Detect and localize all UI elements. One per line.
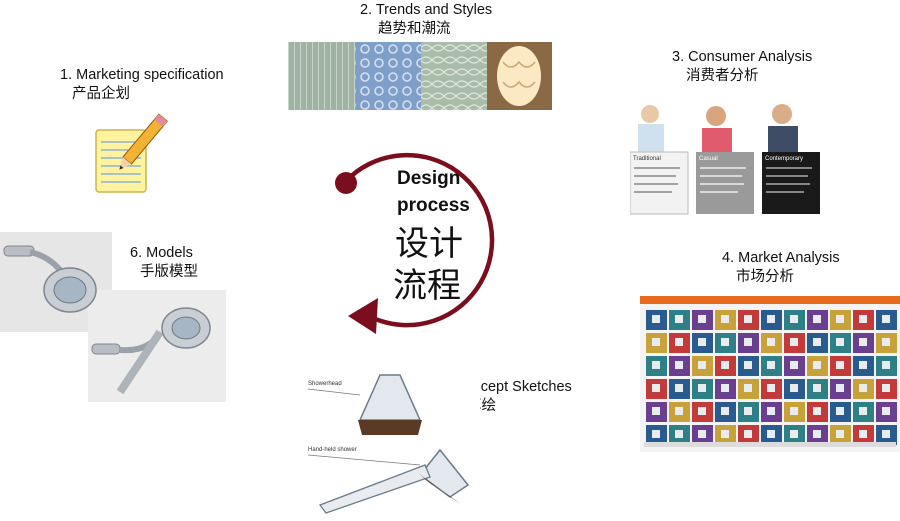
faucet-thumbnail xyxy=(836,384,844,392)
faucet-thumbnail xyxy=(652,430,660,438)
faucet-thumbnail xyxy=(813,315,821,323)
market-legend xyxy=(644,442,896,447)
faucet-thumbnail xyxy=(790,430,798,438)
faucet-thumbnail xyxy=(652,315,660,323)
faucet-thumbnail xyxy=(859,384,867,392)
faucet-thumbnail xyxy=(813,384,821,392)
faucet-thumbnail xyxy=(675,338,683,346)
faucet-thumbnail xyxy=(767,430,775,438)
faucet-thumbnail xyxy=(721,407,729,415)
sketch-note-handheld: Hand-held shower xyxy=(308,447,357,453)
step-2-subtitle: 趋势和潮流 xyxy=(378,21,451,37)
step-6-subtitle: 手版模型 xyxy=(140,264,198,280)
faucet-thumbnail xyxy=(698,384,706,392)
faucet-thumbnail xyxy=(721,430,729,438)
faucet-thumbnail xyxy=(744,407,752,415)
faucet-thumbnail xyxy=(813,407,821,415)
consumer-card-traditional: Traditional xyxy=(633,156,661,162)
texture-swatches xyxy=(288,42,552,110)
faucet-thumbnail xyxy=(790,384,798,392)
faucet-thumbnail xyxy=(882,361,890,369)
faucet-thumbnail xyxy=(652,384,660,392)
faucet-thumbnail xyxy=(790,338,798,346)
faucet-thumbnail xyxy=(882,315,890,323)
faucet-thumbnail xyxy=(836,338,844,346)
showerhead-sketch: Showerhead Hand-held shower xyxy=(300,365,480,515)
notepad-pencil-icon xyxy=(95,113,169,193)
step-1-subtitle: 产品企划 xyxy=(72,86,130,102)
faucet-thumbnail xyxy=(721,361,729,369)
faucet-thumbnail xyxy=(767,315,775,323)
step-1-title: 1. Marketing specification xyxy=(60,67,224,83)
faucet-thumbnail xyxy=(859,338,867,346)
faucet-thumbnail xyxy=(698,430,706,438)
step-3-title: 3. Consumer Analysis xyxy=(672,49,813,65)
faucet-thumbnail xyxy=(675,315,683,323)
market-grid xyxy=(640,296,900,452)
center-title-en-1: Design xyxy=(397,168,461,189)
showerhead-models xyxy=(0,232,226,402)
faucet-thumbnail xyxy=(744,315,752,323)
sketch-note-showerhead: Showerhead xyxy=(308,381,342,387)
faucet-thumbnail xyxy=(813,338,821,346)
faucet-thumbnail xyxy=(652,361,660,369)
faucet-thumbnail xyxy=(744,338,752,346)
step-4-subtitle: 市场分析 xyxy=(736,269,794,285)
faucet-thumbnail xyxy=(882,384,890,392)
center-title-cn-2: 流程 xyxy=(393,266,461,306)
faucet-thumbnail xyxy=(767,361,775,369)
faucet-thumbnail xyxy=(767,407,775,415)
faucet-thumbnail xyxy=(790,361,798,369)
faucet-thumbnail xyxy=(675,361,683,369)
faucet-thumbnail xyxy=(836,430,844,438)
faucet-thumbnail xyxy=(813,430,821,438)
faucet-thumbnail xyxy=(652,407,660,415)
faucet-thumbnail xyxy=(859,407,867,415)
consumer-profiles: Traditional Casual Contemporary xyxy=(630,104,820,215)
faucet-thumbnail xyxy=(675,407,683,415)
step-1-label: 1. Marketing specification 产品企划 xyxy=(60,66,224,104)
faucet-thumbnail xyxy=(813,361,821,369)
faucet-thumbnail xyxy=(836,315,844,323)
faucet-thumbnail xyxy=(767,384,775,392)
center-title-en-2: process xyxy=(397,195,470,216)
faucet-thumbnail xyxy=(836,407,844,415)
faucet-thumbnail xyxy=(721,384,729,392)
faucet-thumbnail xyxy=(744,430,752,438)
faucet-thumbnail xyxy=(859,315,867,323)
step-4-title: 4. Market Analysis xyxy=(722,250,840,266)
faucet-thumbnail xyxy=(859,430,867,438)
faucet-thumbnail xyxy=(675,430,683,438)
faucet-thumbnail xyxy=(882,338,890,346)
step-3-subtitle: 消费者分析 xyxy=(686,68,759,84)
faucet-thumbnail xyxy=(790,315,798,323)
faucet-thumbnail xyxy=(652,338,660,346)
step-4-label: 4. Market Analysis 市场分析 xyxy=(722,249,840,287)
faucet-thumbnail xyxy=(836,361,844,369)
faucet-thumbnail xyxy=(698,338,706,346)
faucet-thumbnail xyxy=(767,338,775,346)
faucet-thumbnail xyxy=(790,407,798,415)
step-2-title: 2. Trends and Styles xyxy=(360,2,493,18)
consumer-card-casual: Casual xyxy=(699,156,718,162)
faucet-thumbnail xyxy=(698,361,706,369)
faucet-thumbnail xyxy=(698,315,706,323)
faucet-thumbnail xyxy=(744,384,752,392)
faucet-thumbnail xyxy=(882,430,890,438)
step-3-label: 3. Consumer Analysis 消费者分析 xyxy=(672,48,812,86)
step-6-label: 6. Models 手版模型 xyxy=(130,244,198,282)
faucet-thumbnail xyxy=(698,407,706,415)
faucet-thumbnail xyxy=(721,338,729,346)
faucet-thumbnail xyxy=(859,361,867,369)
faucet-thumbnail xyxy=(882,407,890,415)
step-2-label: 2. Trends and Styles 趋势和潮流 xyxy=(360,1,492,39)
faucet-thumbnail xyxy=(744,361,752,369)
faucet-thumbnail xyxy=(675,384,683,392)
step-6-title: 6. Models xyxy=(130,245,193,261)
faucet-thumbnail xyxy=(721,315,729,323)
consumer-card-contemporary: Contemporary xyxy=(765,156,803,162)
center-title-cn-1: 设计 xyxy=(395,224,463,264)
